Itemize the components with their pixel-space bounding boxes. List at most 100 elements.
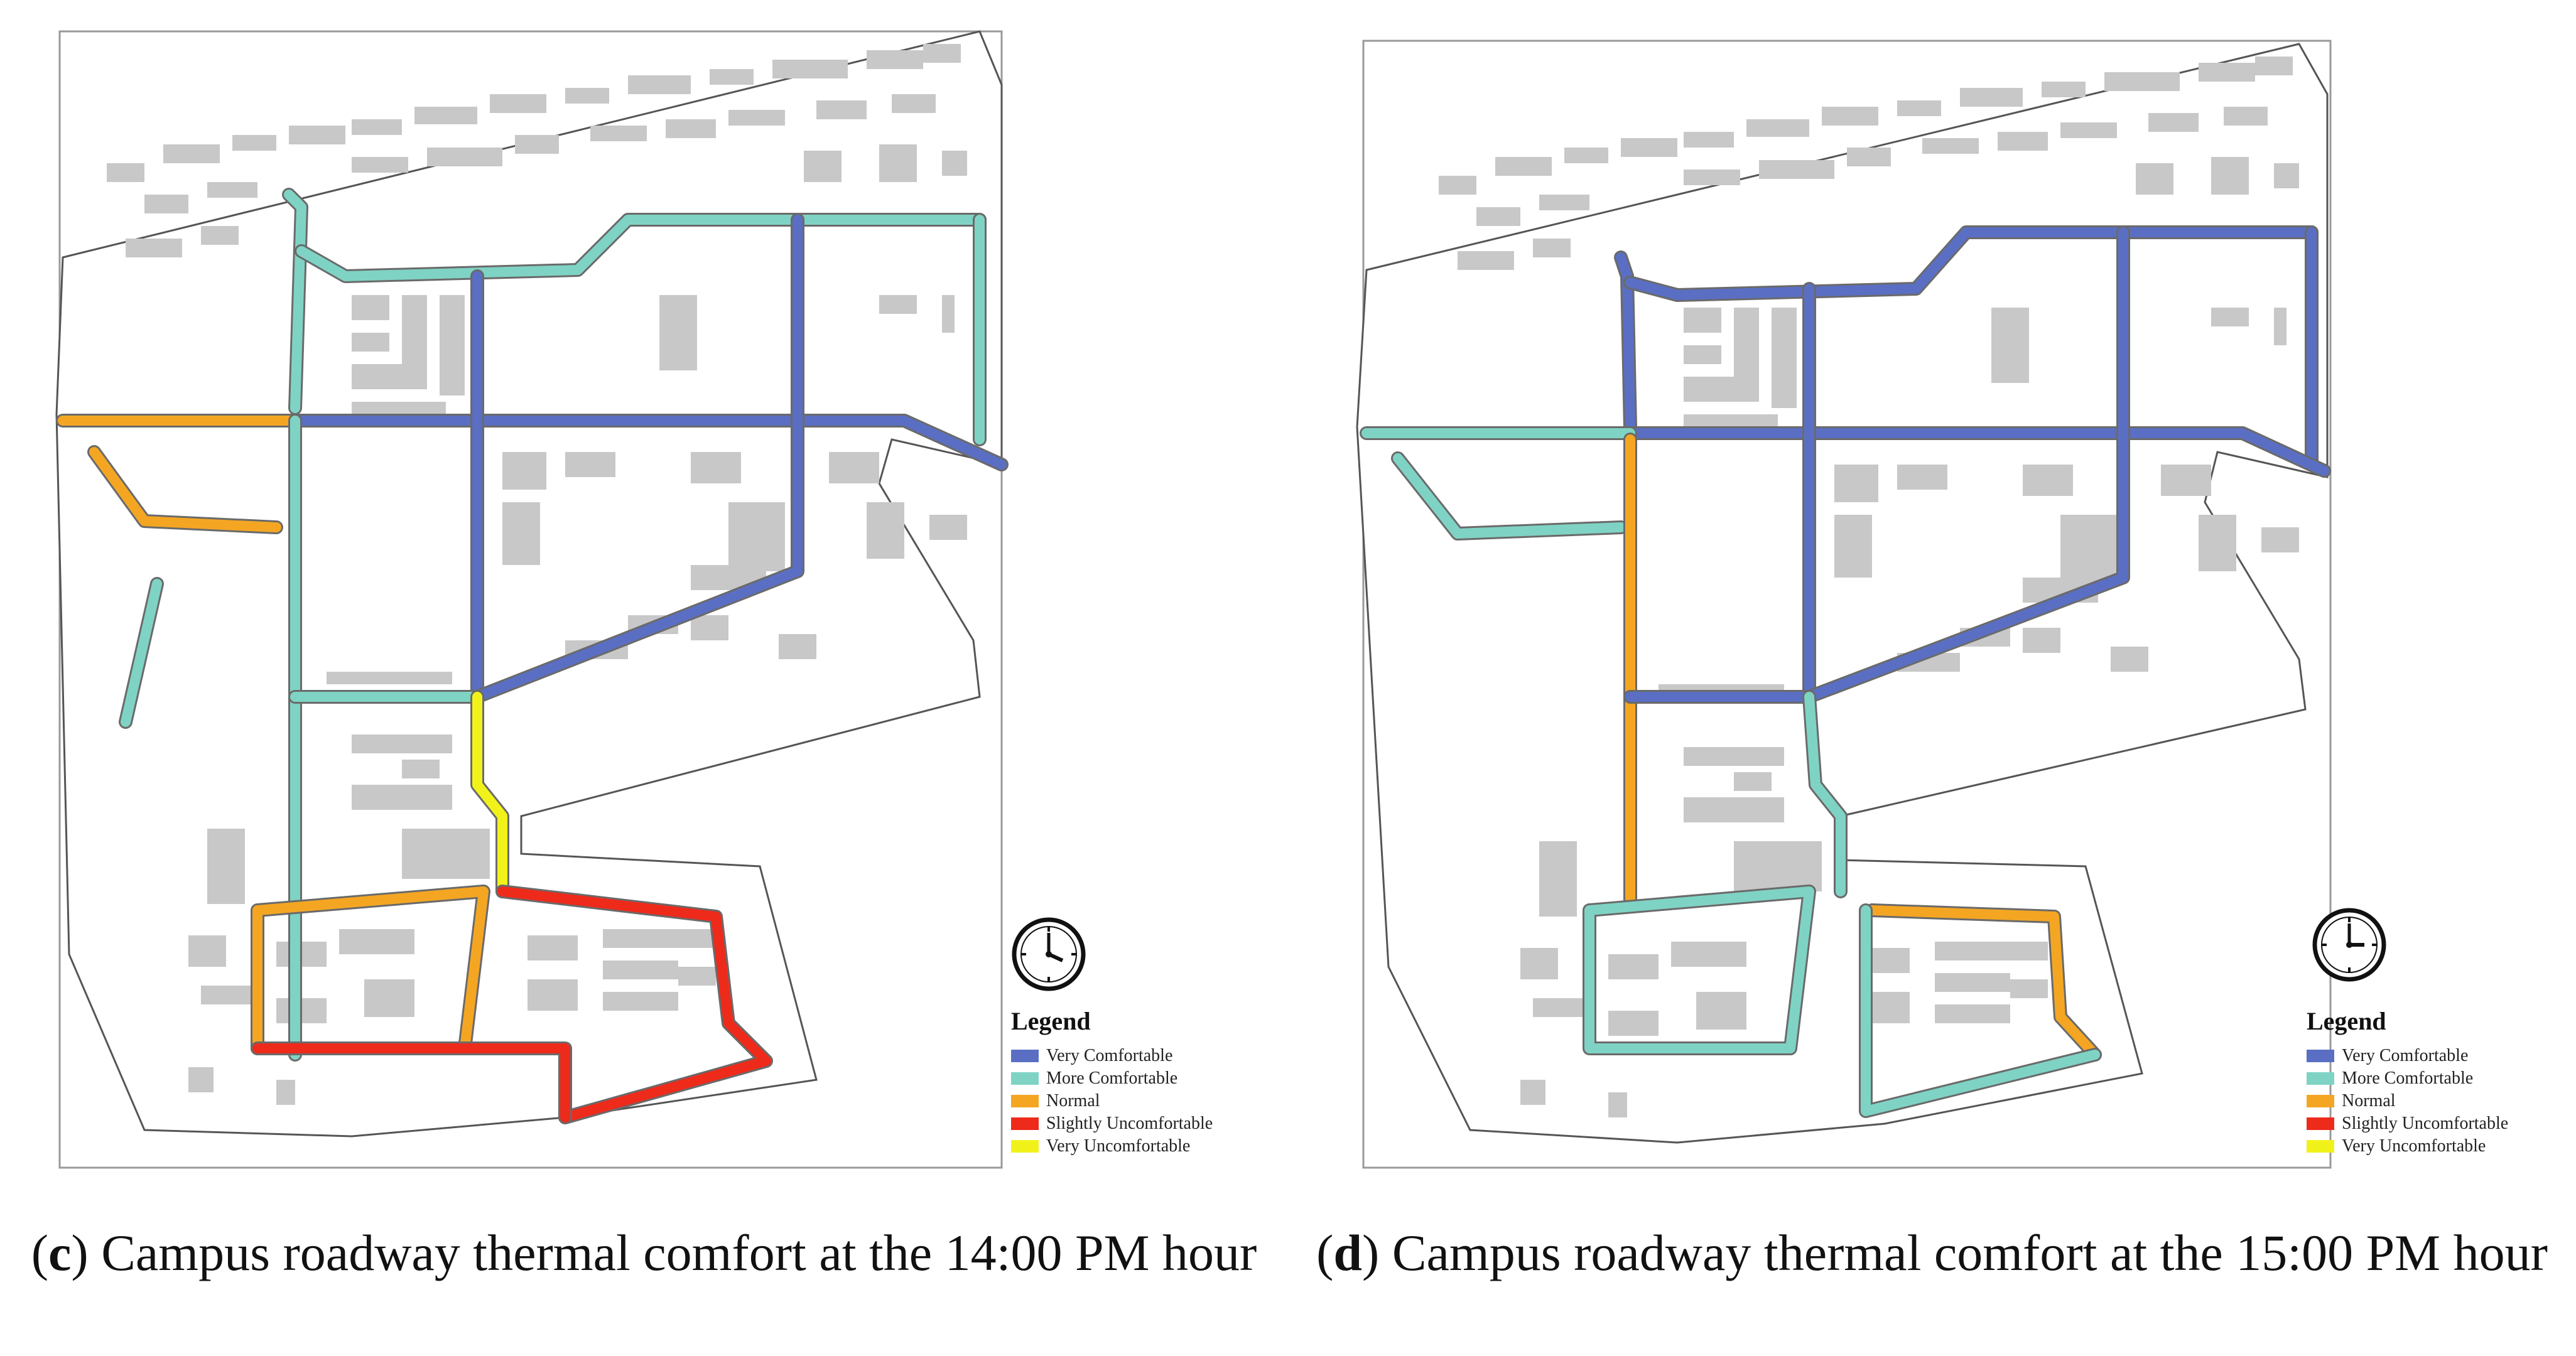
caption-c: (c) Campus roadway thermal comfort at th… — [31, 1224, 1257, 1281]
building — [163, 144, 220, 163]
road-main-east-west — [1625, 428, 2329, 476]
building — [440, 295, 465, 396]
building — [1684, 377, 1759, 402]
building — [1922, 138, 1979, 154]
building — [352, 119, 402, 135]
building — [339, 929, 414, 954]
building — [232, 135, 276, 151]
building — [144, 195, 188, 213]
road-south-mid-vertical — [472, 692, 507, 896]
building — [2010, 942, 2048, 960]
building — [2060, 122, 2117, 138]
building — [1960, 88, 2023, 107]
building — [201, 226, 239, 245]
building — [1897, 100, 1941, 116]
legend-title: Legend — [2307, 1007, 2386, 1035]
caption-letter: d — [1333, 1224, 1363, 1281]
building — [1564, 148, 1608, 163]
road-south-block-right — [497, 886, 771, 1122]
road-south-bottom — [252, 1043, 570, 1122]
building — [867, 502, 904, 559]
legend-title: Legend — [1011, 1007, 1091, 1035]
building — [2274, 163, 2299, 188]
building — [188, 1067, 214, 1092]
road-south-block-left — [1584, 886, 1814, 1053]
building — [1608, 954, 1659, 979]
building — [188, 935, 226, 967]
building — [942, 295, 955, 333]
building — [590, 126, 647, 141]
building — [1684, 345, 1721, 364]
building — [126, 239, 182, 257]
caption-text: ) Campus roadway thermal comfort at the … — [71, 1224, 1257, 1281]
building — [2211, 308, 2249, 326]
building — [1847, 148, 1891, 166]
clock-icon — [2312, 908, 2386, 982]
building — [352, 364, 427, 389]
building — [1671, 942, 1746, 967]
building — [1621, 138, 1677, 157]
building — [2211, 157, 2249, 195]
legend-label: More Comfortable — [1046, 1068, 1177, 1088]
building — [929, 515, 967, 540]
building — [352, 295, 389, 320]
building — [1684, 170, 1740, 185]
building — [1495, 157, 1552, 176]
buildings — [107, 44, 967, 1105]
clock-icon — [1012, 917, 1086, 991]
building — [502, 502, 540, 565]
building — [659, 295, 697, 370]
building — [107, 163, 144, 182]
building — [1533, 239, 1571, 257]
legend-label: Very Comfortable — [1046, 1046, 1172, 1065]
building — [603, 929, 678, 948]
legend-swatch — [2307, 1095, 2334, 1107]
building — [352, 333, 389, 352]
building — [2161, 465, 2211, 496]
building — [1822, 107, 1878, 126]
building — [1734, 308, 1759, 383]
building — [691, 615, 728, 640]
legend-label: Very Uncomfortable — [2342, 1136, 2486, 1156]
building — [1734, 772, 1772, 791]
building — [1539, 195, 1589, 210]
building — [691, 452, 741, 483]
building — [2199, 515, 2236, 571]
building — [490, 94, 546, 113]
building — [603, 960, 678, 979]
building — [1684, 132, 1734, 148]
building — [816, 100, 867, 119]
building — [942, 151, 967, 176]
legend-swatch — [1011, 1095, 1039, 1107]
road-north-branch — [284, 190, 306, 413]
building — [1684, 797, 1784, 822]
building — [1734, 841, 1822, 891]
legend-swatch — [1011, 1072, 1039, 1085]
building — [1476, 207, 1520, 226]
building — [879, 295, 917, 314]
building — [352, 734, 452, 753]
building — [1533, 998, 1583, 1017]
road-south-block-right — [1867, 905, 2100, 1060]
road-main-east-west — [290, 416, 1007, 470]
building — [207, 829, 245, 904]
legend-swatch — [1011, 1140, 1039, 1153]
building — [1935, 942, 2010, 960]
building — [867, 50, 923, 69]
building — [515, 135, 559, 154]
building — [1935, 1004, 2010, 1023]
building — [2023, 628, 2060, 653]
building — [2010, 979, 2048, 998]
road-diagonal — [472, 215, 803, 702]
road-north-top — [296, 215, 985, 281]
building — [1439, 176, 1476, 195]
building — [678, 967, 716, 986]
building — [1608, 1011, 1659, 1036]
building — [276, 1080, 295, 1105]
building — [1684, 308, 1721, 333]
road-south-bottom — [1861, 905, 2100, 1116]
